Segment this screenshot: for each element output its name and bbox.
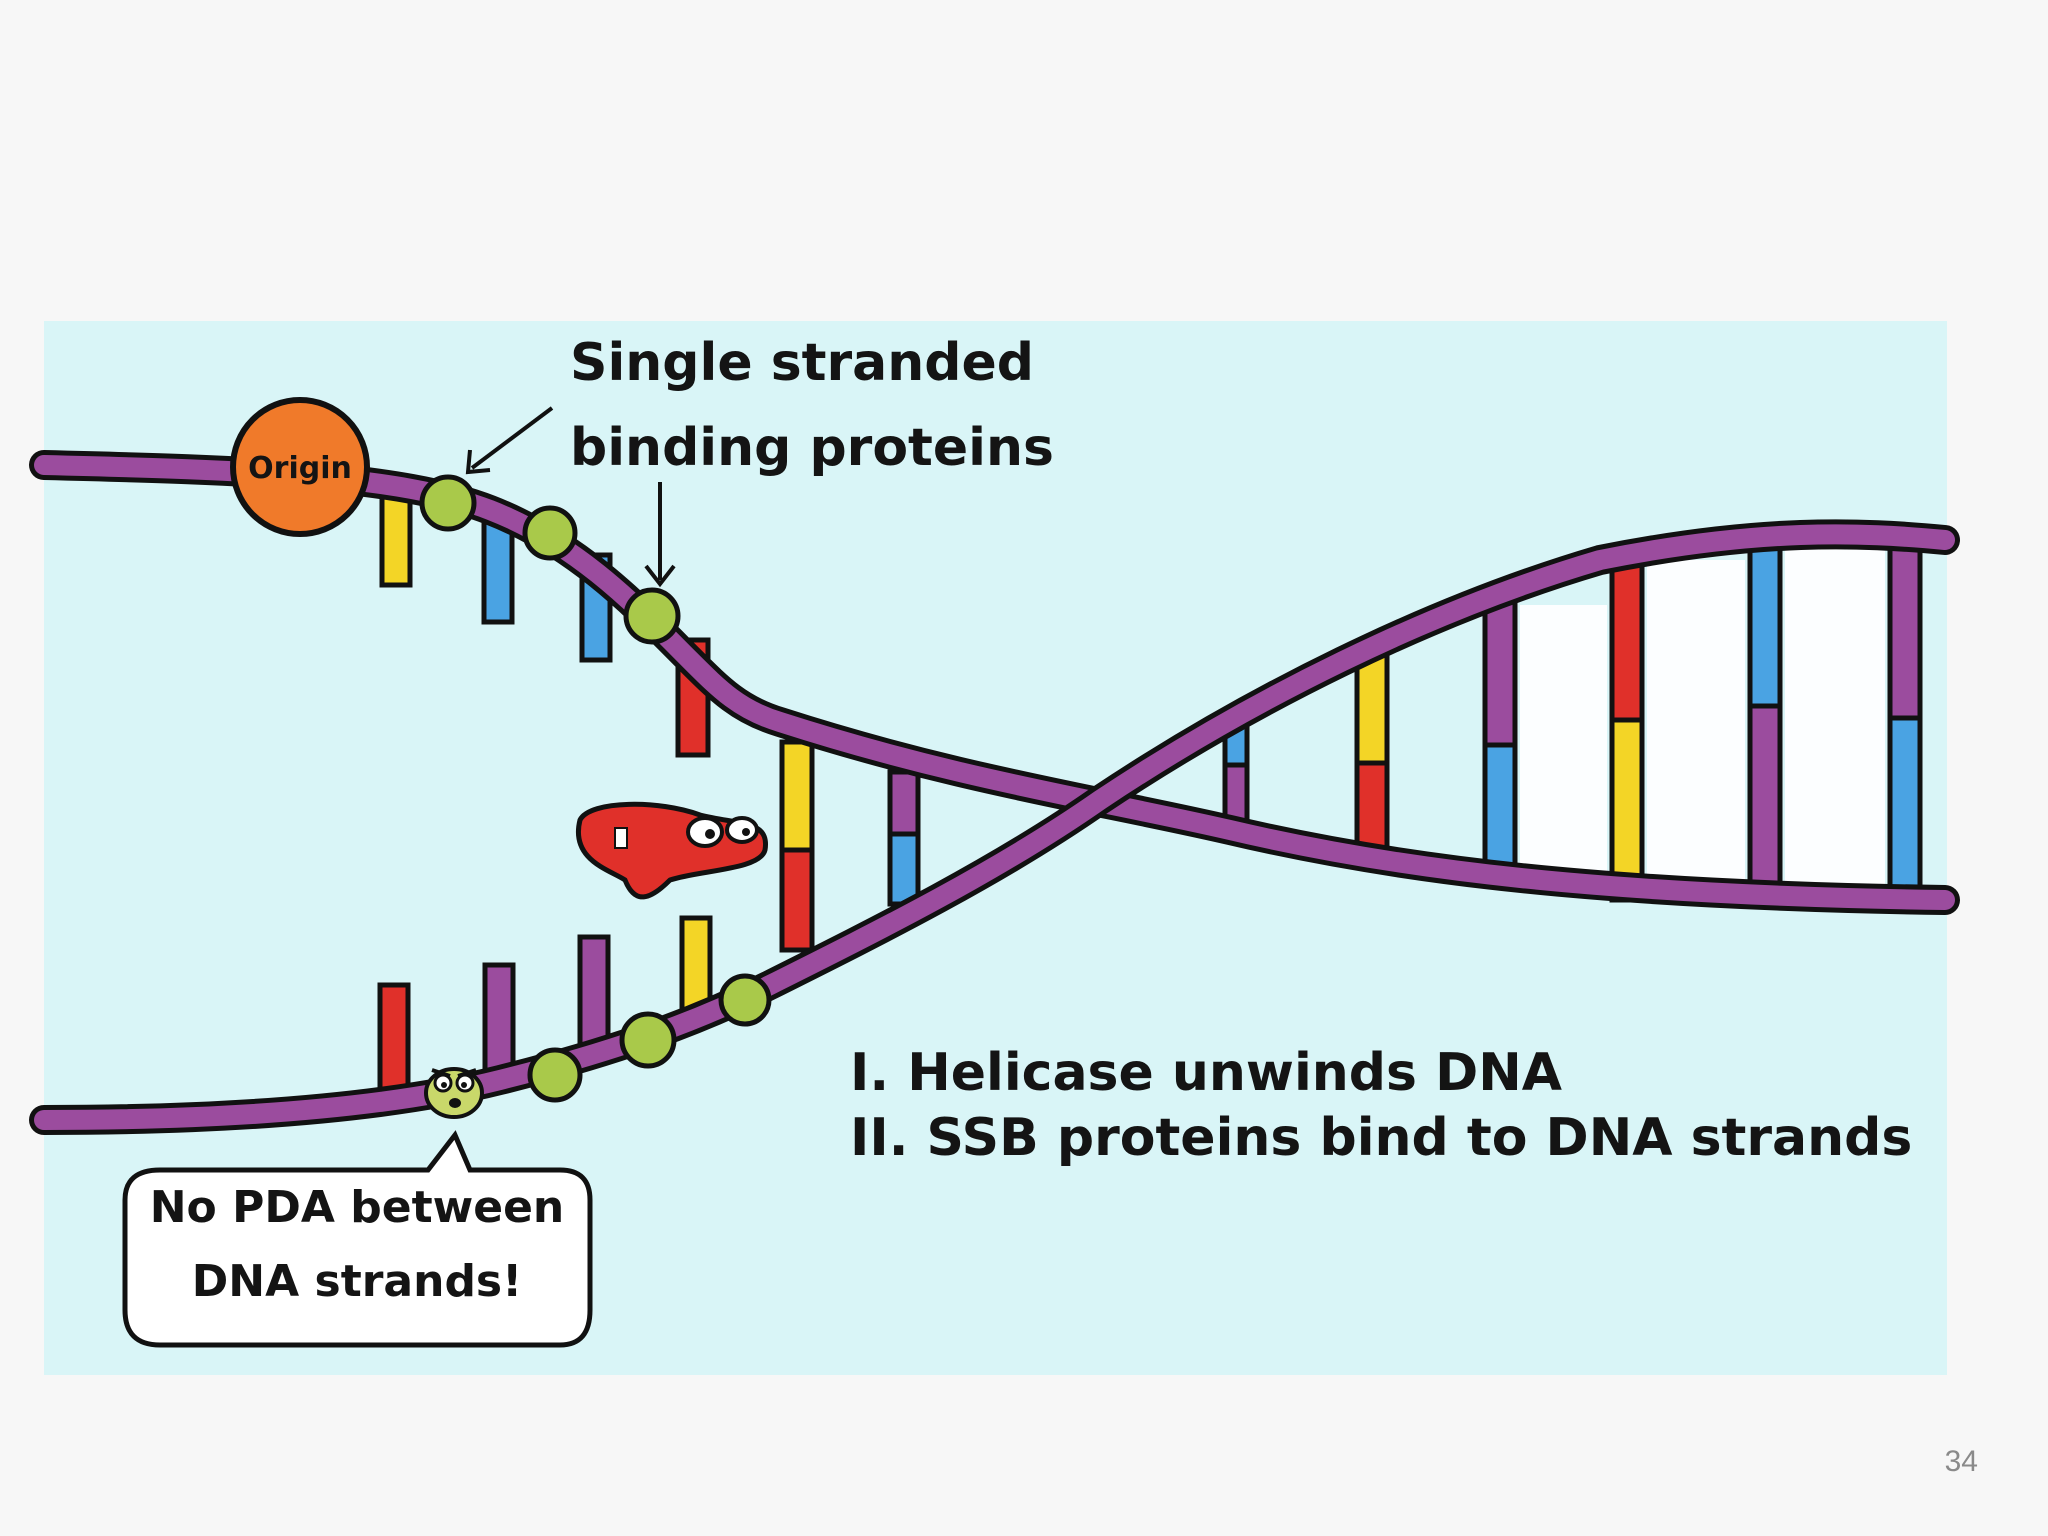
pda-body xyxy=(424,1067,484,1119)
arrow-line xyxy=(470,406,554,470)
strand-a xyxy=(34,455,1955,910)
arrow-head xyxy=(644,564,676,588)
helix-gap xyxy=(1647,560,1745,900)
helicase-eye xyxy=(725,816,759,844)
pda-pupil xyxy=(461,1082,467,1088)
base-pair xyxy=(1609,552,1645,723)
arrow-head xyxy=(465,449,491,475)
origin-circle xyxy=(230,397,370,537)
base-stub xyxy=(377,982,411,1103)
bubble-shape xyxy=(122,1130,593,1348)
helix-gap xyxy=(1785,548,1885,898)
pointer-arrows xyxy=(465,406,676,588)
helicase-pupil xyxy=(742,828,750,836)
origin-label: Origin xyxy=(248,451,352,486)
pda-mouth xyxy=(449,1098,461,1108)
helix-interior xyxy=(1520,548,1885,900)
base-pair xyxy=(1482,597,1518,748)
ssb-proteins xyxy=(419,474,772,1103)
base-pair xyxy=(887,831,921,907)
base-pair xyxy=(1747,703,1783,903)
step-2: II. SSB proteins bind to DNA strands xyxy=(850,1108,1912,1168)
ssb-label-line-2: binding proteins xyxy=(570,418,1054,478)
page-number: 34 xyxy=(1944,1445,1978,1478)
base-stub xyxy=(379,487,413,588)
origin-marker: Origin xyxy=(230,397,370,537)
helicase-character xyxy=(575,801,769,900)
ssb-label: Single stranded binding proteins xyxy=(570,333,1054,478)
base-pair xyxy=(779,739,815,853)
pda-character xyxy=(424,1067,484,1119)
helicase-tool xyxy=(614,827,628,849)
speech-bubble: No PDA between DNA strands! xyxy=(122,1130,593,1348)
ssb-protein xyxy=(619,1011,677,1069)
step-list: I. Helicase unwinds DNA II. SSB proteins… xyxy=(850,1043,1912,1168)
base-pair xyxy=(779,847,815,953)
bubble-line-2: DNA strands! xyxy=(192,1256,522,1307)
ssb-label-line-1: Single stranded xyxy=(570,333,1034,393)
ssb-protein xyxy=(623,587,681,645)
pda-brow xyxy=(457,1068,477,1078)
ssb-protein xyxy=(527,1047,583,1103)
ssb-protein xyxy=(718,973,772,1027)
ssb-protein xyxy=(522,505,578,561)
base-pair xyxy=(887,769,921,837)
ssb-protein xyxy=(419,474,477,532)
fork-base-pairs xyxy=(779,739,921,953)
step-1: I. Helicase unwinds DNA xyxy=(850,1043,1562,1103)
pda-brow xyxy=(431,1068,451,1078)
helix-gap xyxy=(1520,605,1607,885)
pda-pupil xyxy=(441,1082,447,1088)
helicase-pupil xyxy=(705,829,715,839)
bubble-line-1: No PDA between xyxy=(150,1182,565,1233)
base-pair xyxy=(1887,715,1923,901)
base-pair xyxy=(1747,535,1783,709)
base-pair xyxy=(1887,542,1923,721)
helicase-eye xyxy=(686,816,724,848)
